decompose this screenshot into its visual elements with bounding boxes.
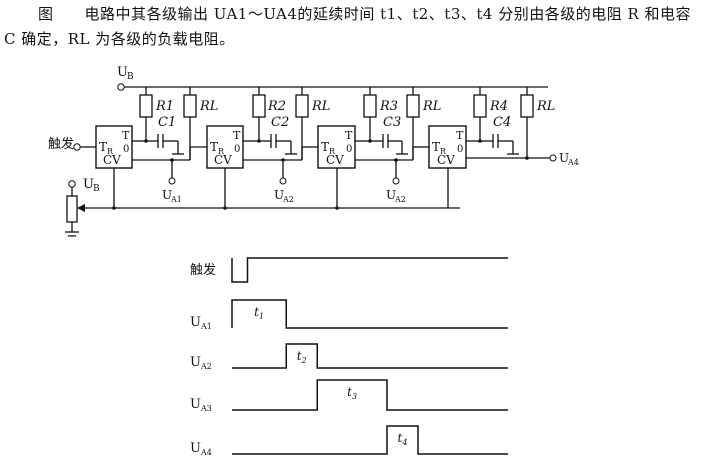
timing-waveform-5	[232, 425, 508, 455]
timing-label-5: UA4	[190, 441, 212, 457]
stage-3: R3 C3 RL T R T 0 CV U A2	[301, 87, 441, 210]
stage-2-r	[252, 94, 266, 118]
trigger-label: 触发	[48, 136, 74, 152]
stage-2: R2 C2 RL T R T 0 CV U A2	[189, 87, 330, 210]
caption-line-1: 图 电路中其各级输出 UA1～UA4的延续时间 t1、t2、t3、t4 分别由各…	[38, 5, 692, 23]
stage-1-rl	[183, 94, 197, 118]
stage-2-output-label: U	[274, 188, 284, 202]
svg-text:A4: A4	[567, 158, 579, 167]
stage-1-c-label: C1	[158, 115, 176, 130]
svg-text:R: R	[440, 147, 447, 156]
stage-2-tr: T	[210, 140, 218, 154]
pulse-label-3: t2	[297, 349, 307, 365]
svg-text:T: T	[456, 129, 464, 142]
stage-1-cv: CV	[103, 153, 121, 167]
svg-text:R: R	[329, 147, 336, 156]
supply-rail: U B	[117, 65, 548, 91]
timing-waveform-2	[231, 299, 508, 329]
pulse-label-2: t1	[254, 305, 264, 321]
supply-terminal	[117, 83, 125, 91]
svg-text:CV: CV	[214, 153, 232, 167]
stage-3-tr: T	[321, 140, 329, 154]
timing-waveform-1	[231, 257, 508, 283]
stage-4-rl	[520, 94, 534, 118]
pulse-label-4: t3	[347, 385, 357, 401]
svg-text:0: 0	[457, 144, 463, 155]
wiper-arrow	[77, 204, 85, 212]
stage-1-output-terminal	[168, 177, 176, 185]
stage-1-r	[139, 94, 153, 118]
stage-2-r-label: R2	[267, 99, 286, 114]
svg-text:A2: A2	[282, 195, 294, 204]
stage-1-r-label: R1	[155, 99, 174, 114]
supply-label-sub: B	[127, 72, 134, 82]
figure-caption: 图 电路中其各级输出 UA1～UA4的延续时间 t1、t2、t3、t4 分别由各…	[4, 2, 720, 52]
stage-4: R4 C4 RL T R T 0 CV U A4	[412, 87, 579, 208]
stage-1-output-label: U	[162, 188, 172, 202]
stage-4-c-label: C4	[493, 115, 511, 130]
stage-4-r	[473, 94, 487, 118]
timing-waveform-3	[232, 343, 508, 369]
svg-text:A1: A1	[170, 195, 182, 204]
stage-4-rl-label: RL	[536, 99, 555, 114]
timing-waveform-4	[232, 379, 508, 411]
svg-text:R: R	[107, 147, 114, 156]
stage-3-timer-block	[317, 125, 356, 169]
svg-text:T: T	[345, 129, 353, 142]
svg-text:0: 0	[123, 144, 129, 155]
timing-label-4: UA3	[190, 397, 212, 413]
supply-label: U	[117, 65, 128, 80]
stage-2-output-terminal	[279, 177, 287, 185]
svg-text:A2: A2	[394, 195, 406, 204]
trigger-input: 触发	[48, 136, 96, 152]
stage-3-output-terminal	[392, 177, 400, 185]
svg-text:0: 0	[234, 144, 240, 155]
stage-2-rl-label: RL	[311, 99, 330, 114]
stage-4-tr: T	[432, 140, 440, 154]
control-supply-label: U	[83, 177, 94, 192]
control-supply-sub: B	[93, 184, 100, 194]
control-supply-terminal	[68, 180, 76, 188]
trigger-terminal	[73, 143, 81, 151]
svg-text:R: R	[218, 147, 225, 156]
svg-text:0: 0	[346, 144, 352, 155]
stage-2-c-label: C2	[271, 115, 289, 130]
stage-3-c-label: C3	[383, 115, 401, 130]
potentiometer-resistor	[66, 195, 78, 223]
control-potentiometer: U B	[65, 177, 100, 237]
stage-4-output-label: U	[559, 151, 569, 165]
timing-label-2: UA1	[190, 315, 212, 331]
stage-3-r-label: R3	[379, 99, 398, 114]
stage-4-r-label: R4	[489, 99, 508, 114]
stage-1-rl-label: RL	[199, 99, 218, 114]
stage-2-rl	[295, 94, 309, 118]
svg-text:CV: CV	[437, 153, 455, 167]
stage-3-output-label: U	[386, 188, 396, 202]
caption-line-2: C 确定，RL 为各级的负载电阻。	[4, 30, 235, 48]
svg-text:T: T	[233, 129, 241, 142]
stage-3-rl	[406, 94, 420, 118]
timing-label-1: 触发	[190, 262, 216, 278]
stage-3-rl-label: RL	[422, 99, 441, 114]
timing-label-3: UA2	[190, 355, 212, 371]
pulse-label-5: t4	[398, 431, 408, 447]
stage-3-r	[363, 94, 377, 118]
stage-1-t: T	[122, 129, 130, 142]
stage-1: R1 C1 RL T R T 0 CV U A1	[95, 87, 218, 210]
stage-1-tr: T	[99, 140, 107, 154]
stage-4-output-terminal	[549, 154, 557, 162]
svg-text:CV: CV	[326, 153, 344, 167]
